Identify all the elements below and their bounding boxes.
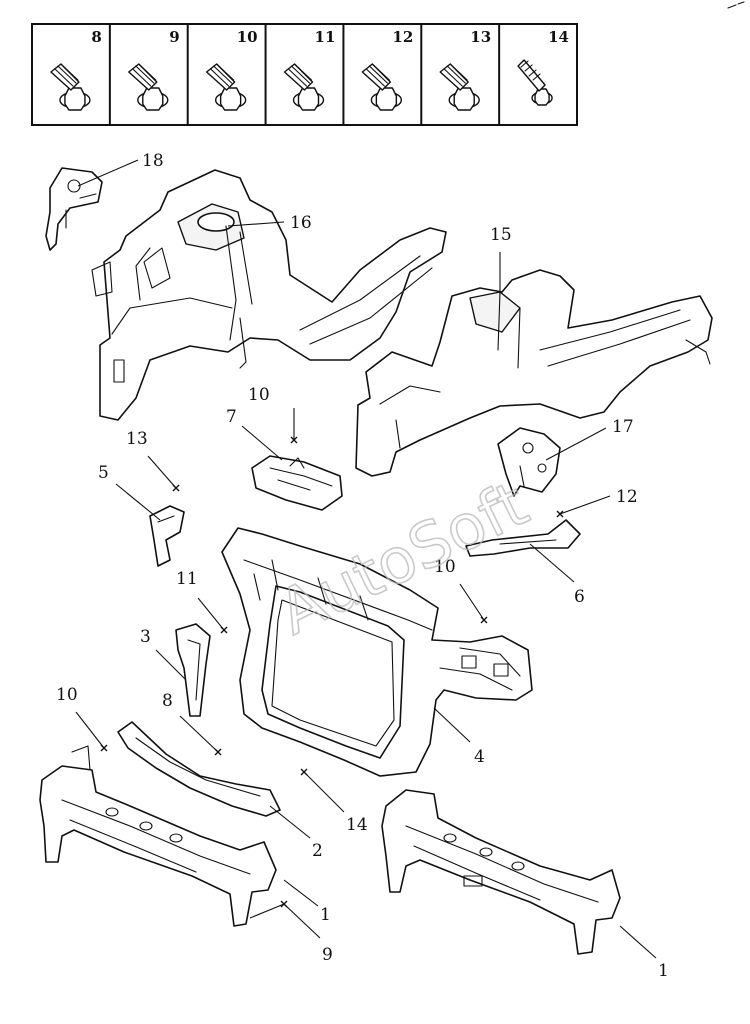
- fastener-number-13: 13: [470, 28, 491, 46]
- callout-6: 6: [574, 587, 585, 607]
- marker-11: [220, 626, 228, 634]
- fastener-number-11: 11: [315, 28, 336, 46]
- callouts: 18 16 15 10 7 13 5 17 12 6 11 10 3 10 8 …: [56, 151, 669, 981]
- part-1-left-bumper: [39, 745, 277, 927]
- part-6-member: [465, 519, 581, 557]
- callout-2: 2: [312, 841, 323, 861]
- marker-13: [172, 484, 180, 492]
- flange-bolt-icon: [205, 63, 247, 111]
- fastener-number-9: 9: [169, 28, 179, 46]
- leader-lines: [75, 159, 657, 959]
- part-8-bar: [117, 721, 281, 817]
- part-7-bracket: [251, 455, 343, 511]
- callout-10-left: 10: [56, 685, 78, 705]
- callout-9: 9: [322, 945, 333, 965]
- part-3-bracket: [175, 623, 211, 717]
- callout-10-top: 10: [248, 385, 270, 405]
- callout-12: 12: [616, 487, 638, 507]
- marker-8: [214, 748, 222, 756]
- part-15-right-side-member: [355, 269, 713, 477]
- flange-bolt-icon: [361, 63, 403, 111]
- callout-17: 17: [612, 417, 634, 437]
- callout-15: 15: [490, 225, 512, 245]
- part-18-bracket: [45, 167, 103, 251]
- fastener-table: 8 9 10 11 12 13 14: [31, 23, 578, 126]
- marker-14: [300, 768, 308, 776]
- part-4-radiator-support: [221, 527, 533, 777]
- marker-9: [280, 900, 288, 908]
- part-5-bracket: [149, 505, 185, 567]
- callout-7: 7: [226, 407, 237, 427]
- long-screw-icon: [517, 59, 553, 106]
- fastener-number-12: 12: [392, 28, 413, 46]
- callout-1-left: 1: [320, 905, 331, 925]
- fastener-number-14: 14: [548, 28, 569, 46]
- marker-12: [556, 510, 564, 518]
- callout-3: 3: [140, 627, 151, 647]
- flange-bolt-icon: [128, 63, 169, 111]
- fastener-number-10: 10: [237, 28, 258, 46]
- part-1-right-bumper: [381, 789, 621, 955]
- callout-4: 4: [474, 747, 485, 767]
- flange-bolt-icon: [439, 63, 480, 111]
- callout-5: 5: [98, 463, 109, 483]
- callout-18: 18: [142, 151, 164, 171]
- fastener-number-8: 8: [91, 28, 101, 46]
- callout-1-right: 1: [658, 961, 669, 981]
- marker-10-top: [290, 436, 298, 444]
- callout-16: 16: [290, 213, 312, 233]
- flange-bolt-icon: [283, 63, 325, 111]
- marker-10-left: [100, 744, 108, 752]
- part-16-left-side-member: [91, 169, 447, 421]
- callout-13: 13: [126, 429, 148, 449]
- part-17-bracket: [497, 427, 561, 497]
- callout-10-right: 10: [434, 557, 456, 577]
- corner-mark: [727, 1, 745, 9]
- callout-11: 11: [176, 569, 198, 589]
- callout-8: 8: [162, 691, 173, 711]
- callout-14: 14: [346, 815, 368, 835]
- flange-bolt-icon: [50, 63, 91, 111]
- fastener-markers: [100, 436, 564, 908]
- marker-10-right: [480, 616, 488, 624]
